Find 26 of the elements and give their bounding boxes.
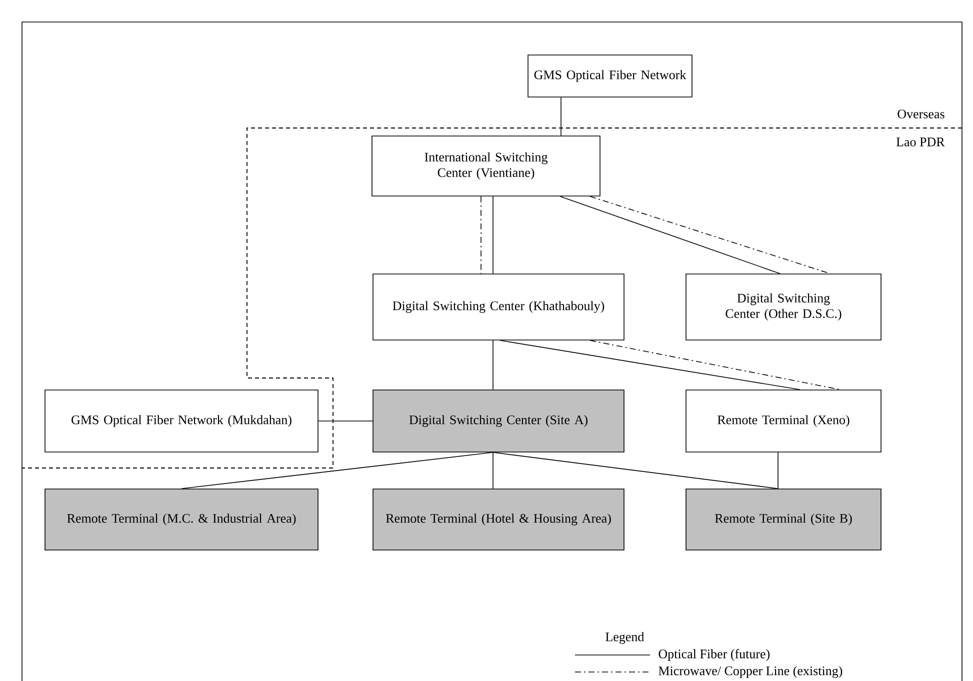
region-label: Lao PDR [896,138,945,146]
process-box: Remote Terminal (Hotel & Housing Area) [372,488,624,550]
region-label: Overseas [898,110,944,118]
process-box: Remote Terminal (Xeno) [686,390,882,452]
connector-line [560,196,780,274]
process-box: Digital Switching Center (Other D.S.C.) [686,274,882,340]
process-box: Remote Terminal (M.C. & Industrial Area) [44,488,318,550]
process-box: Digital Switching Center (Site A) [372,390,624,452]
process-box: GMS Optical Fiber Network [528,54,692,98]
connector-line [590,340,840,390]
process-box: International Switching Center (Vientiane) [372,136,600,196]
connector-line [480,196,482,274]
process-box: GMS Optical Fiber Network (Mukdahan) [44,390,318,452]
connector-line [500,340,800,390]
connector-line [492,196,494,274]
legend-text: Optical Fiber (future) [658,649,770,661]
connector-line [492,452,778,489]
connector-line [492,340,494,390]
process-box: Remote Terminal (Site B) [686,488,882,550]
legend-text: Microwave/ Copper Line (existing) [658,666,842,678]
process-box: Digital Switching Center (Khathabouly) [372,274,624,340]
connector-line [560,97,562,136]
connector-line [492,452,494,489]
region-label: Legend [606,632,644,644]
connector-line [181,452,494,489]
connector-line [318,420,373,422]
